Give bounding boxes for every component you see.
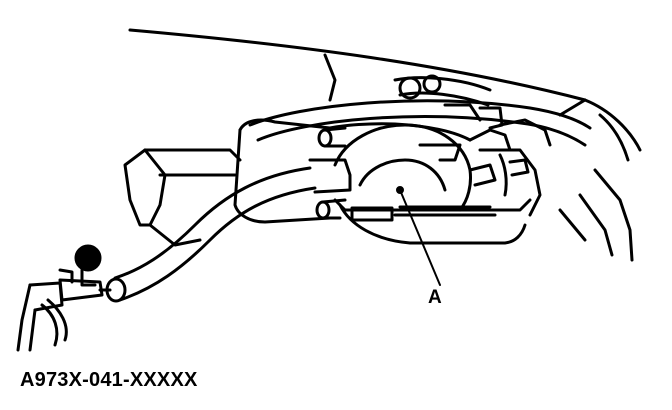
vacuum-pump-gauge <box>16 244 112 352</box>
mounting-bracket <box>123 148 242 247</box>
figure-code: A973X-041-XXXXX <box>20 369 198 391</box>
vehicle-body-outline <box>128 28 642 262</box>
evap-canister-housing <box>233 103 552 245</box>
callout-leader-line <box>396 186 441 286</box>
canister-ports <box>308 126 352 220</box>
callout-label-a: A <box>428 287 442 308</box>
upper-hose <box>248 74 592 147</box>
test-hose <box>105 166 317 303</box>
